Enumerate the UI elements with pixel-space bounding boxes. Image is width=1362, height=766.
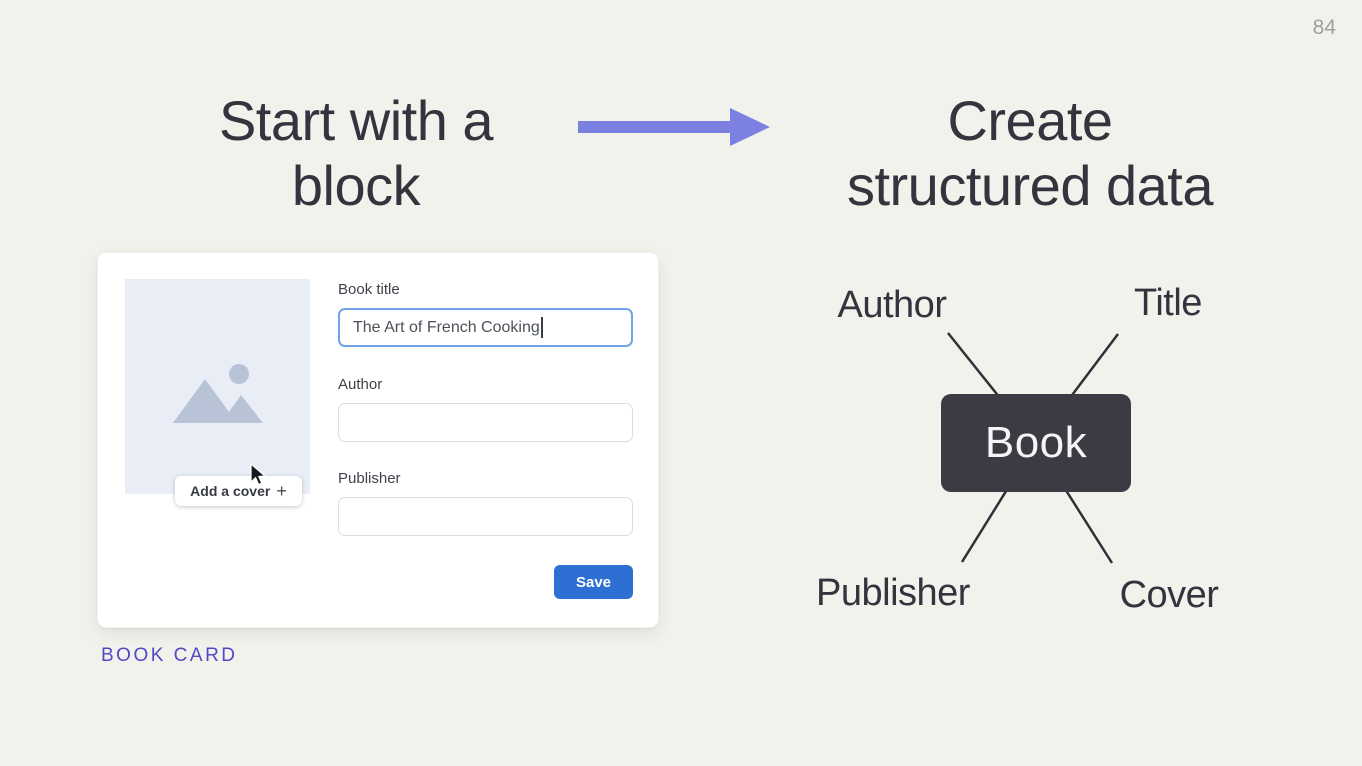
heading-left: Start with a block bbox=[116, 88, 596, 218]
save-button[interactable]: Save bbox=[554, 565, 633, 599]
add-cover-label: Add a cover bbox=[190, 483, 271, 499]
publisher-input[interactable] bbox=[338, 497, 633, 536]
mouse-cursor-icon bbox=[250, 463, 266, 486]
page-number: 84 bbox=[1312, 16, 1336, 39]
image-placeholder-icon bbox=[173, 364, 263, 423]
heading-right-line1: Create bbox=[947, 89, 1113, 152]
cover-placeholder: Add a cover + bbox=[125, 279, 310, 506]
book-title-value: The Art of French Cooking bbox=[353, 318, 540, 336]
publisher-label: Publisher bbox=[338, 470, 401, 487]
diagram-node-publisher: Publisher bbox=[816, 572, 970, 614]
card-caption: BOOK CARD bbox=[101, 645, 238, 666]
add-cover-button[interactable]: Add a cover + bbox=[175, 476, 302, 506]
diagram-node-cover: Cover bbox=[1119, 574, 1219, 616]
heading-left-line1: Start with a bbox=[218, 89, 494, 152]
heading-right-line2: structured data bbox=[846, 154, 1214, 217]
author-label: Author bbox=[338, 376, 383, 393]
right-arrow-icon bbox=[578, 108, 770, 146]
book-card: Add a cover + Book title The Art of Fren… bbox=[97, 252, 659, 628]
author-input[interactable] bbox=[338, 403, 633, 442]
diagram-node-author: Author bbox=[837, 284, 947, 326]
book-title-input[interactable]: The Art of French Cooking bbox=[338, 308, 633, 347]
diagram-node-title: Title bbox=[1134, 282, 1202, 324]
heading-left-line2: block bbox=[291, 154, 421, 217]
plus-icon: + bbox=[276, 480, 287, 501]
text-caret bbox=[540, 317, 543, 338]
diagram-book-node: Book bbox=[941, 394, 1131, 492]
heading-right: Create structured data bbox=[790, 88, 1270, 218]
book-title-label: Book title bbox=[338, 281, 400, 298]
